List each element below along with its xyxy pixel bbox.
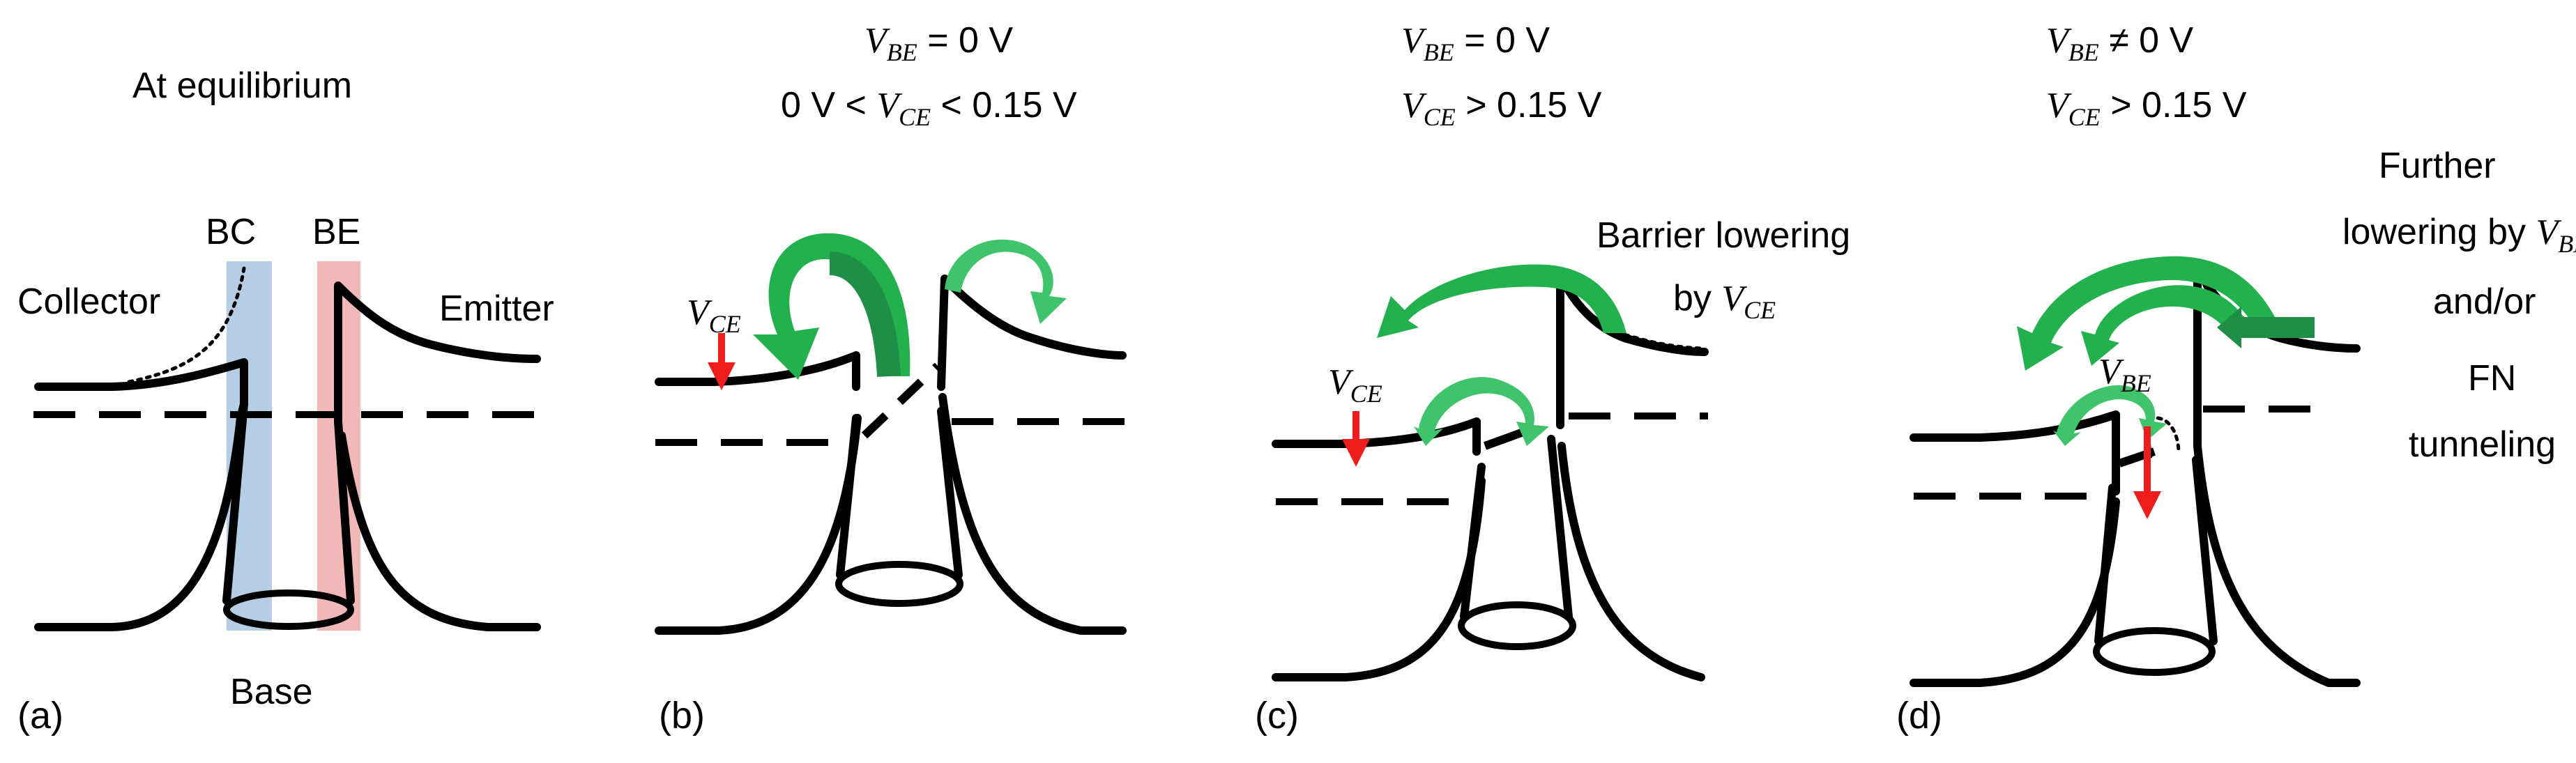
panel-c-title-line2: VCE > 0.15 V: [1401, 85, 1602, 131]
emitter-valence-band-b: [938, 393, 1127, 635]
electron-transfer-arrow-large-b: [753, 233, 910, 380]
panel-a-caption: (a): [17, 695, 63, 737]
emitter-conduction-band-d: [2193, 264, 2361, 450]
panel-b-title-line1: VBE = 0 V: [864, 20, 1013, 66]
vce-label-c: VCE: [1328, 362, 1382, 408]
base-well-bottom-d: [2093, 627, 2216, 676]
vce-label-b: VCE: [687, 293, 741, 338]
panel-a-title: At equilibrium: [132, 65, 352, 106]
collector-valence-band-c: [1272, 477, 1486, 681]
electron-transfer-arrow-large-c: [1377, 264, 1626, 338]
panel-d: VBE Further lowering by VBE and/or FN tu…: [1896, 20, 2576, 737]
further-lowering-annotation-line1: Further: [2379, 146, 2496, 186]
base-well-bottom: [223, 589, 354, 630]
collector-valence-band-b: [655, 414, 862, 635]
electron-transfer-arrow-small-b: [945, 239, 1067, 324]
emitter-conduction-band-b: [937, 275, 1127, 391]
further-lowering-annotation-line4: FN: [2468, 358, 2516, 399]
vbe-label-d: VBE: [2098, 352, 2151, 397]
electron-back-arrow-b: [828, 252, 901, 377]
further-lowering-annotation-line3: and/or: [2433, 282, 2536, 322]
collector-conduction-band-b: [655, 351, 860, 391]
electron-over-barrier-arrow-c: [1414, 377, 1549, 446]
emitter-valence-band-c: [1557, 442, 1705, 681]
electron-transfer-arrow-mid-d: [2081, 285, 2253, 366]
base-well-c: [1460, 435, 1573, 621]
fermi-base-slope-b: [861, 362, 941, 439]
panel-a: At equilibrium BC BE Collector Emitter B…: [17, 65, 554, 737]
base-well-bottom-b: [835, 561, 963, 607]
panel-d-title-line1: VBE ≠ 0 V: [2046, 20, 2194, 66]
panel-c-caption: (c): [1255, 695, 1299, 737]
barrier-lowering-annotation-line2: by VCE: [1673, 278, 1776, 324]
collector-conduction-band-d: [1910, 410, 2120, 495]
panel-c: VCE Barrier lowering by VCE VBE = 0 V VC…: [1255, 20, 1850, 737]
barrier-top-dotted-a: [127, 266, 246, 384]
collector-conduction-band: [34, 358, 248, 408]
collector-conduction-band-c: [1272, 417, 1481, 456]
panel-d-caption: (d): [1896, 695, 1942, 737]
base-well-b: [836, 407, 963, 579]
be-label: BE: [312, 212, 360, 252]
panel-b-caption: (b): [659, 695, 705, 737]
base-label: Base: [230, 672, 313, 712]
panel-d-title-line2: VCE > 0.15 V: [2046, 85, 2247, 131]
collector-valence-band: [34, 400, 248, 631]
panel-b: VCE VBE = 0 V 0 V < VCE < 0.15 V (b): [655, 20, 1127, 737]
base-well: [222, 400, 355, 605]
electron-small-arrow-d: [2053, 385, 2167, 446]
emitter-valence-band: [337, 431, 541, 631]
fermi-base-slope-c: [1483, 428, 1525, 450]
further-lowering-annotation-line2: lowering by VBE: [2342, 212, 2576, 258]
panel-c-title-line1: VBE = 0 V: [1401, 20, 1550, 66]
barrier-lowering-annotation-line1: Barrier lowering: [1596, 215, 1850, 256]
collector-valence-band-d: [1910, 498, 2120, 687]
emitter-conduction-band: [334, 282, 541, 426]
electron-transfer-arrow-large-d: [2017, 256, 2283, 371]
base-well-d: [2094, 456, 2218, 645]
further-lowering-annotation-line5: tunneling: [2409, 424, 2556, 465]
collector-label: Collector: [17, 282, 160, 322]
panel-b-title-line2: 0 V < VCE < 0.15 V: [781, 85, 1077, 131]
fn-tunneling-arrow-d: [2217, 307, 2315, 348]
base-well-bottom-c: [1458, 601, 1576, 650]
emitter-label: Emitter: [439, 288, 554, 329]
emitter-valence-band-d: [2193, 442, 2361, 687]
bc-label: BC: [206, 212, 256, 252]
